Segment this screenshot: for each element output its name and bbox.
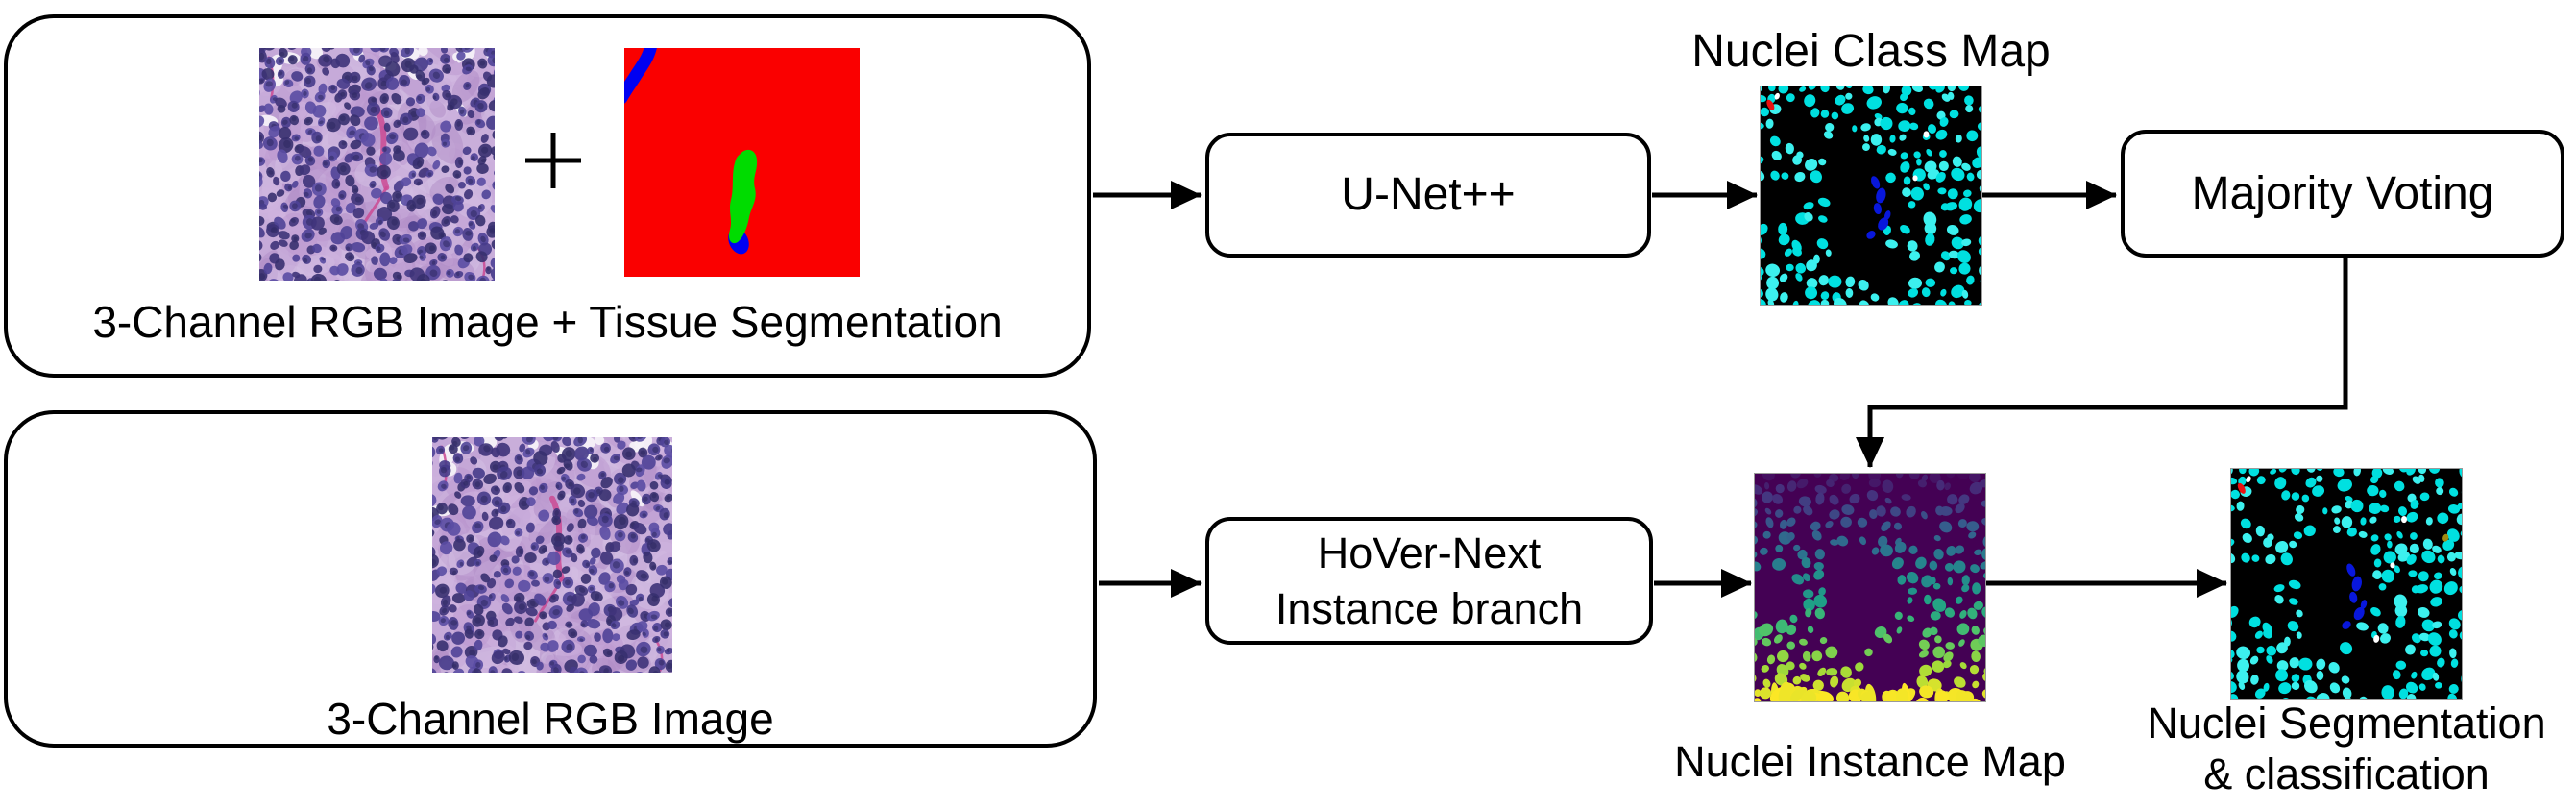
nuclei-class-map-title: Nuclei Class Map <box>1691 26 2051 77</box>
he-rgb-image-top <box>259 48 495 281</box>
output-caption-line2: & classification <box>2203 749 2490 798</box>
plus-icon <box>525 133 581 188</box>
unet-box: U-Net++ <box>1205 133 1651 258</box>
tissue-segmentation-image <box>624 48 860 277</box>
hovernext-label-line2: Instance branch <box>1275 583 1584 633</box>
he-rgb-image-bottom <box>432 437 672 673</box>
majority-voting-box: Majority Voting <box>2121 130 2564 258</box>
hovernext-box: HoVer-Next Instance branch <box>1205 517 1653 645</box>
nuclei-class-map-image <box>1761 86 1981 305</box>
output-caption: Nuclei Segmentation & classification <box>2029 698 2576 799</box>
nuclei-instance-map-image <box>1755 474 1985 701</box>
nuclei-instance-map-caption: Nuclei Instance Map <box>1674 737 2066 786</box>
unet-label: U-Net++ <box>1341 169 1516 220</box>
tissue-green-region <box>728 149 758 244</box>
hovernext-label-line1: HoVer-Next <box>1317 528 1542 577</box>
input-label-rgb-tissue: 3-Channel RGB Image + Tissue Segmentatio… <box>92 297 1003 347</box>
output-caption-line1: Nuclei Segmentation <box>2147 699 2546 748</box>
tissue-blue-streak <box>624 48 657 104</box>
nuclei-output-image <box>2231 469 2462 699</box>
input-label-rgb: 3-Channel RGB Image <box>327 694 774 744</box>
majority-voting-label: Majority Voting <box>2191 167 2494 219</box>
input-box-rgb-tissue <box>4 14 1091 378</box>
